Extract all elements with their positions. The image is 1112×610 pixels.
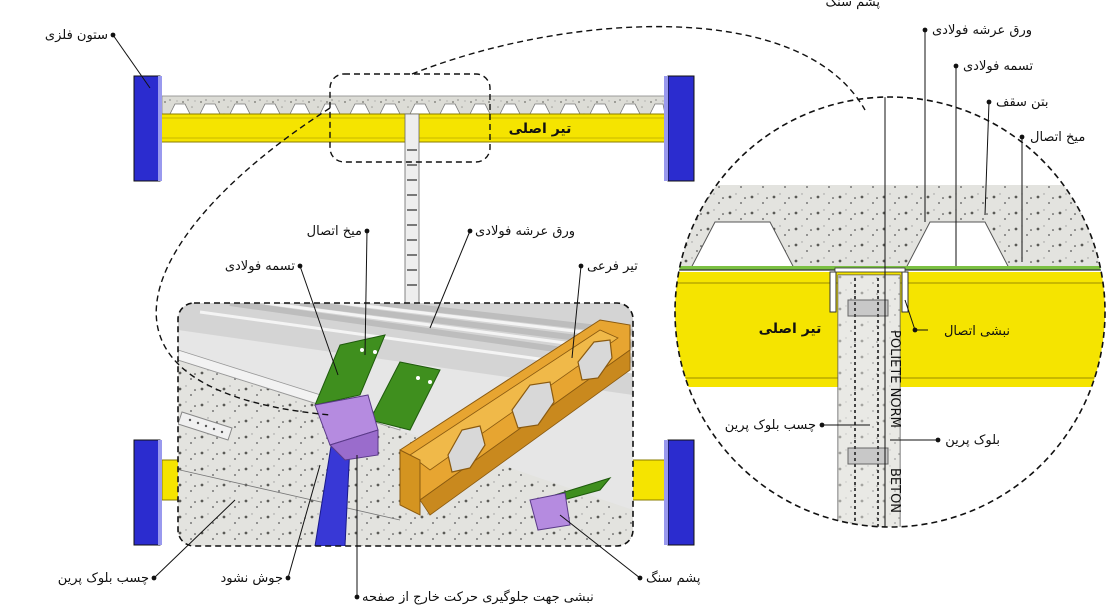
label-rock-wool: پشم سنگ [646,570,701,586]
section-detail-frame [674,96,1106,528]
detail-connector-top [411,25,866,111]
steel-column-right-top [667,75,695,182]
steel-strip-2 [369,361,441,431]
label-steel-column: ستون فلزی [45,28,108,43]
bottom-elevation [133,439,695,546]
block-print-1: POLIETE NORM [887,330,902,428]
top-elevation: تیر اصلی [133,73,695,305]
detail-marker-rect [329,73,491,163]
label-secondary-beam: تیر فرعی [587,259,638,274]
steel-column-left-bottom [133,439,161,546]
main-beam-label: تیر اصلی [509,121,572,137]
main-beam-section-label: تیر اصلی [759,321,822,337]
steel-strip-1 [314,334,386,406]
label-d-steel-strip: تسمه فولادی [963,59,1034,74]
label-d-angle: نبشی اتصال [944,324,1010,339]
label-d-glue: چسب بلوک پرین [725,418,816,433]
block-print-2: BETON [887,468,902,513]
label-d-block: بلوک پرین [945,433,1000,448]
label-d-steel-deck: ورق عرشه فولادی [932,23,1032,38]
label-d-roof-concrete: بتن سقف [996,95,1049,110]
label-steel-deck: ورق عرشه فولادی [475,224,575,239]
section-detail-circle: POLIETE NORM BETON تیر اصلی [155,25,1106,528]
angle-3d-2 [529,492,571,531]
label-stud: میخ اتصال [307,224,362,239]
label-perlite-glue: چسب بلوک پرین [58,571,149,586]
label-angle-note: نبشی جهت جلوگیری حرکت خارج از صفحه [362,589,594,605]
detail-3d-frame [177,302,634,547]
detail-3d-view [177,302,634,547]
annotations: ستون فلزی میخ اتصال تسمه فولادی ورق عرشه… [45,0,1085,605]
label-steel-strip: تسمه فولادی [225,259,296,274]
label-d-rock-wool: پشم سنگ [826,0,881,10]
detail-connector-left [155,107,331,416]
label-d-stud: میخ اتصال [1030,130,1085,145]
label-no-weld: جوش نشود [221,571,283,586]
steel-column-left-top [133,75,161,182]
steel-column-right-bottom [667,439,695,546]
block-wall-strip [404,113,420,305]
